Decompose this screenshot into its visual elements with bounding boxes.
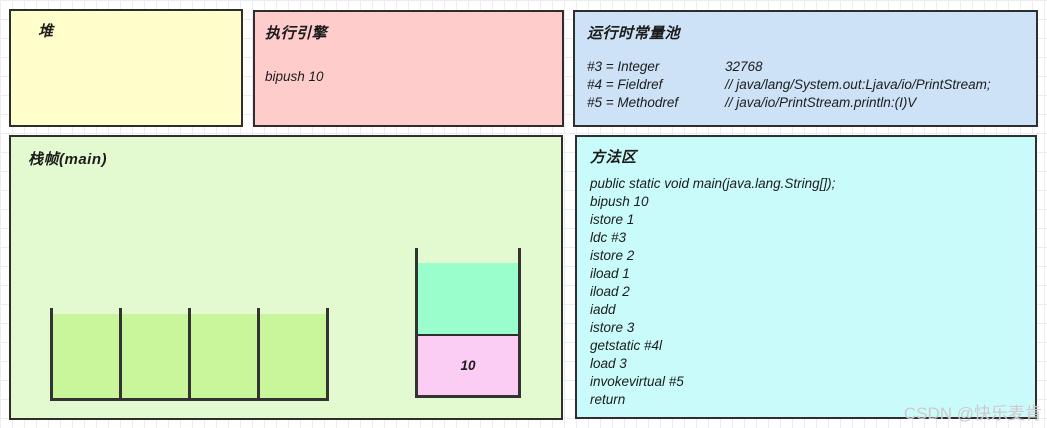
bytecode-line: iadd bbox=[590, 302, 616, 317]
bytecode-line: public static void main(java.lang.String… bbox=[590, 176, 836, 191]
local-variable-table bbox=[50, 308, 329, 401]
current-instruction: bipush 10 bbox=[265, 69, 324, 84]
operand-stack: 10 bbox=[415, 248, 521, 398]
bytecode-line: ldc #3 bbox=[590, 230, 627, 245]
bytecode-line: bipush 10 bbox=[590, 194, 649, 209]
bytecode-line: istore 1 bbox=[590, 212, 635, 227]
execution-engine-panel: 执行引擎 bipush 10 bbox=[253, 10, 564, 127]
constant-pool-entry: #5 = Methodref // java/io/PrintStream.pr… bbox=[587, 94, 1036, 112]
constant-value: 32768 bbox=[725, 59, 763, 74]
operand-stack-cell-bottom: 10 bbox=[418, 336, 518, 395]
constant-pool-entry: #3 = Integer 32768 bbox=[587, 58, 1036, 76]
bytecode-line: istore 3 bbox=[590, 320, 635, 335]
stack-frame-title: 栈帧(main) bbox=[28, 151, 108, 168]
bytecode-line: invokevirtual #5 bbox=[590, 374, 684, 389]
constant-pool-entry: #4 = Fieldref // java/lang/System.out:Lj… bbox=[587, 76, 1036, 94]
bytecode-line: istore 2 bbox=[590, 248, 635, 263]
constant-value: // java/io/PrintStream.println:(I)V bbox=[725, 95, 917, 110]
method-area-title: 方法区 bbox=[590, 149, 637, 166]
constant-key: #5 = Methodref bbox=[587, 95, 679, 110]
bytecode-line: iload 2 bbox=[590, 284, 630, 299]
bytecode-line: return bbox=[590, 392, 626, 407]
local-variable-slot-2 bbox=[188, 308, 257, 398]
stack-frame-panel: 栈帧(main) 10 bbox=[9, 135, 563, 420]
operand-stack-empty-space bbox=[418, 248, 518, 263]
heap-title: 堆 bbox=[38, 23, 54, 40]
constant-pool-entries: #3 = Integer 32768 #4 = Fieldref // java… bbox=[587, 58, 1036, 112]
bytecode-line: getstatic #4l bbox=[590, 338, 663, 353]
bytecode-line: iload 1 bbox=[590, 266, 630, 281]
execution-engine-title: 执行引擎 bbox=[265, 25, 328, 42]
constant-value: // java/lang/System.out:Ljava/io/PrintSt… bbox=[725, 77, 991, 92]
constant-key: #4 = Fieldref bbox=[587, 77, 663, 92]
local-variable-slot-0 bbox=[50, 308, 119, 398]
local-variable-slot-3 bbox=[257, 308, 329, 398]
local-variable-slot-1 bbox=[119, 308, 188, 398]
method-area-panel: 方法区 public static void main(java.lang.St… bbox=[575, 135, 1037, 419]
bytecode-listing: public static void main(java.lang.String… bbox=[590, 175, 1035, 409]
bytecode-line: load 3 bbox=[590, 356, 627, 371]
operand-stack-cell-top bbox=[418, 263, 518, 336]
constant-pool-title: 运行时常量池 bbox=[587, 25, 681, 42]
heap-panel: 堆 bbox=[9, 9, 243, 127]
constant-pool-panel: 运行时常量池 #3 = Integer 32768 #4 = Fieldref … bbox=[573, 10, 1038, 127]
constant-key: #3 = Integer bbox=[587, 59, 660, 74]
